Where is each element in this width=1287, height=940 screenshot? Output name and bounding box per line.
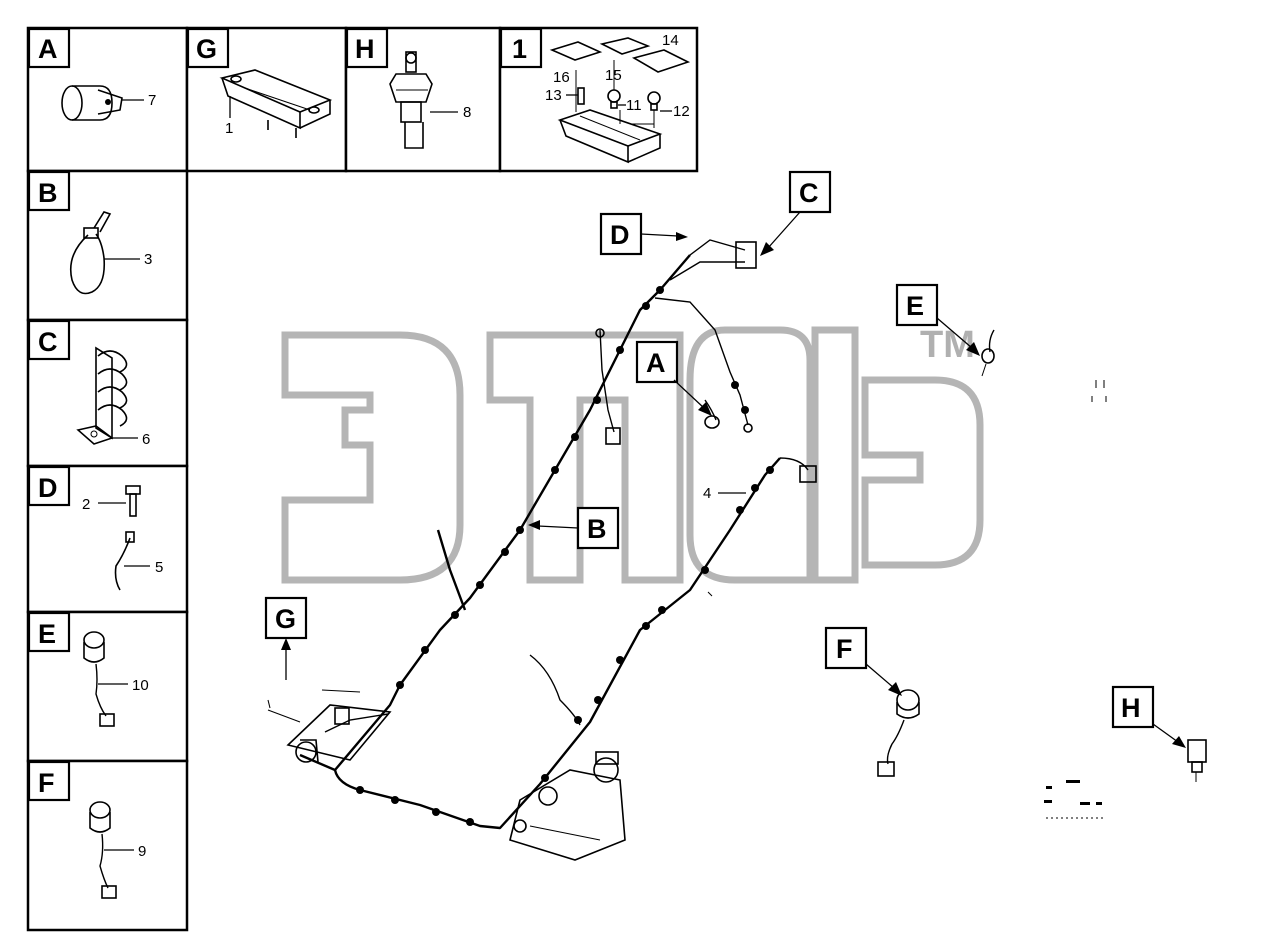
callout-4: 4 bbox=[703, 485, 711, 502]
main-label-g: G bbox=[275, 604, 296, 634]
harness-main: 4 bbox=[286, 239, 817, 861]
callout-14: 14 bbox=[662, 32, 679, 49]
panel-g-letter: G bbox=[196, 34, 217, 64]
callout-8: 8 bbox=[463, 104, 471, 121]
panel-b: B 3 bbox=[27, 170, 152, 295]
sender-h-icon bbox=[1187, 739, 1207, 782]
panel-e-letter: E bbox=[38, 619, 56, 649]
panel-1-letter: 1 bbox=[512, 34, 527, 64]
callout-1: 1 bbox=[225, 120, 233, 137]
callout-12: 12 bbox=[673, 103, 690, 120]
bolt-2-icon bbox=[125, 485, 141, 517]
connector-4 bbox=[799, 465, 817, 483]
main-label-e: E bbox=[906, 291, 924, 321]
lens-14-icon bbox=[631, 49, 691, 73]
main-label-f: F bbox=[836, 634, 853, 664]
watermark: TM bbox=[281, 324, 984, 584]
callout-5: 5 bbox=[155, 559, 163, 576]
lens-16-icon bbox=[549, 41, 603, 61]
tank-unit-icon bbox=[509, 751, 626, 861]
panel-d: D 2 5 bbox=[27, 465, 163, 591]
sender-8-icon bbox=[389, 51, 433, 149]
main-label-b: B bbox=[587, 514, 607, 544]
callout-7: 7 bbox=[148, 92, 156, 109]
harness-clips bbox=[356, 286, 774, 826]
cable-tie-3-icon bbox=[69, 211, 112, 295]
callout-16: 16 bbox=[553, 69, 570, 86]
main-label-c: C bbox=[799, 178, 819, 208]
main-label-a: A bbox=[646, 348, 666, 378]
sensor-9-icon bbox=[89, 801, 117, 899]
housing-g-icon bbox=[286, 689, 392, 763]
main-label-d: D bbox=[610, 220, 630, 250]
connector-upper bbox=[735, 241, 757, 269]
panel-a-letter: A bbox=[38, 34, 58, 64]
connector-a-left bbox=[605, 427, 621, 445]
main-label-h: H bbox=[1121, 693, 1141, 723]
housing-1-icon bbox=[557, 109, 663, 164]
callout-2: 2 bbox=[82, 496, 90, 513]
sensor-7-icon bbox=[61, 85, 123, 121]
panel-c-letter: C bbox=[38, 327, 58, 357]
sensor-a-icon bbox=[704, 415, 720, 429]
sensor-e-icon bbox=[981, 329, 995, 377]
panel-h: H 8 bbox=[345, 27, 471, 149]
sensor-10-icon bbox=[83, 631, 115, 727]
callout-9: 9 bbox=[138, 843, 146, 860]
panel-b-letter: B bbox=[38, 178, 58, 208]
panel-d-letter: D bbox=[38, 473, 58, 503]
panel-f-letter: F bbox=[38, 768, 55, 798]
lamp-housing-1-icon bbox=[219, 69, 333, 138]
socket-13-icon bbox=[577, 87, 585, 105]
watermark-tm: TM bbox=[920, 324, 975, 366]
panel-h-letter: H bbox=[355, 34, 375, 64]
callout-13: 13 bbox=[545, 87, 562, 104]
panel-grid bbox=[26, 26, 699, 932]
panel-a: A 7 bbox=[27, 27, 156, 121]
panel-e: E 10 bbox=[27, 611, 149, 727]
callout-6: 6 bbox=[142, 431, 150, 448]
panel-c: C 6 bbox=[27, 319, 150, 448]
panel-1: 1 14 16 15 13 11 bbox=[499, 27, 691, 164]
lens-15-icon bbox=[599, 37, 651, 55]
wire-5-icon bbox=[114, 531, 135, 591]
callout-15: 15 bbox=[605, 67, 622, 84]
callout-11: 11 bbox=[626, 97, 642, 114]
panel-f: F 9 bbox=[27, 760, 146, 899]
main-labels: C D E A B G F H bbox=[264, 170, 1186, 748]
panel-g: G 1 bbox=[186, 27, 333, 138]
callout-3: 3 bbox=[144, 251, 152, 268]
scatter-marks bbox=[267, 380, 1107, 819]
callout-10: 10 bbox=[132, 677, 149, 694]
sensor-f-icon bbox=[877, 689, 920, 777]
